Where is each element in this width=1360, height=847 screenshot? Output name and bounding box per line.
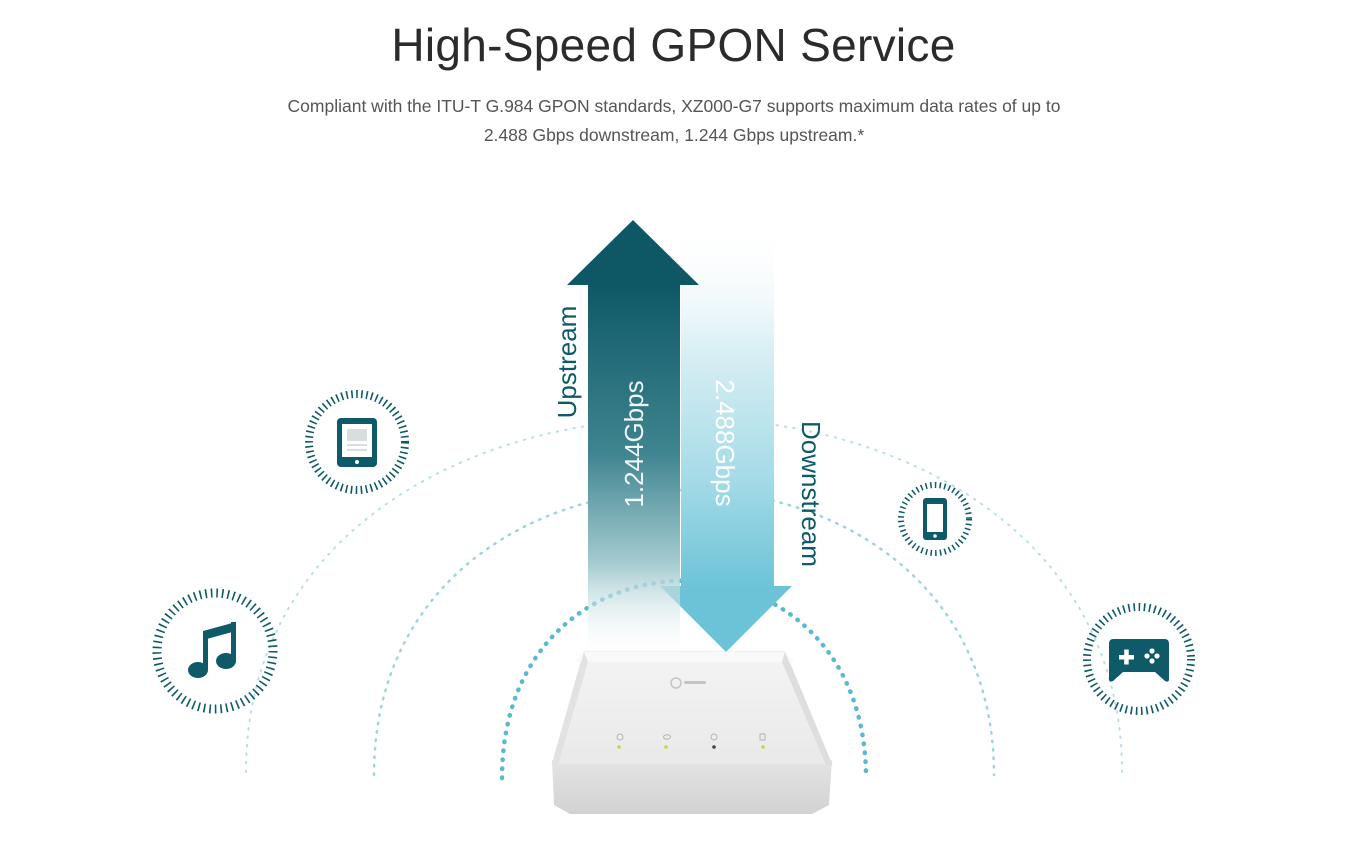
middle-arc — [372, 488, 996, 777]
inner-arc — [499, 578, 869, 781]
music-device — [152, 588, 278, 714]
tablet-icon — [337, 418, 377, 467]
ont-router — [551, 651, 833, 814]
tp-link-logo — [670, 677, 706, 689]
smartphone-icon — [923, 498, 947, 540]
upstream-arrow — [567, 220, 699, 660]
smartphone-device — [898, 482, 972, 556]
music-note-icon — [188, 622, 236, 678]
gamepad-icon — [1109, 639, 1169, 682]
tablet-device — [305, 390, 409, 494]
downstream-arrow — [660, 222, 792, 652]
downstream-speed: 2.488Gbps — [710, 379, 740, 507]
downstream-label: Downstream — [796, 421, 826, 567]
gaming-device — [1083, 603, 1195, 715]
page-description: Compliant with the ITU-T G.984 GPON stan… — [287, 96, 1061, 145]
status-leds — [616, 733, 766, 749]
page-title: High-Speed GPON Service — [391, 19, 956, 71]
upstream-label: Upstream — [552, 305, 582, 419]
upstream-speed: 1.244Gbps — [619, 380, 649, 508]
